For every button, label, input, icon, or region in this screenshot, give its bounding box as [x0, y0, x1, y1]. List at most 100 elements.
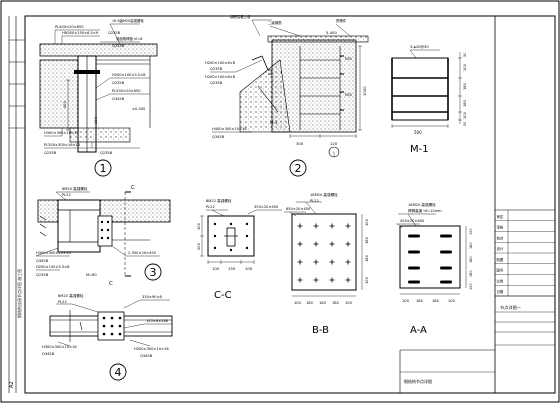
- aa-slot: [440, 266, 452, 270]
- d1-bottom-b: PL300×300×16×16: [44, 143, 81, 147]
- title-block-row-label: 日期: [497, 289, 504, 294]
- d4-callout-circle: [109, 363, 127, 381]
- d3-number: 3: [150, 266, 157, 279]
- d2-grade-a: Q235B: [210, 67, 223, 71]
- m1-dim-right-bottom: 50: [463, 122, 467, 126]
- aa-plate-label: 450×20×650: [400, 219, 425, 223]
- aa-slot: [440, 280, 452, 284]
- d4-bottom-a: H300×300×10×16: [42, 345, 77, 349]
- d2-grade-b: Q235B: [210, 81, 223, 85]
- title-block-row-label: 审核: [497, 225, 504, 230]
- bb-dim-right-value: 100: [365, 218, 369, 226]
- title-block-row-label: 制图: [497, 257, 504, 262]
- m1-top-label: 3-φ20@50: [410, 45, 429, 49]
- bottom-note: 钢结构节点详图: [404, 378, 432, 384]
- detail-1: PL400×20×650 HN300×150×6.5×9 10.9级M20高强螺…: [39, 18, 158, 177]
- d3-top-b: PL22: [62, 193, 71, 197]
- d4-bottom-c: H300×300×10×16: [134, 347, 169, 351]
- cc-dim-left-value: 200: [197, 242, 201, 250]
- d3-endplate: [97, 215, 113, 247]
- bottom-info-bar: 钢结构节点详图: [399, 349, 495, 393]
- title-block-row-label: 比例: [497, 278, 504, 283]
- aa-dim-right-value: 180: [469, 257, 473, 263]
- d2-plate-a: H200×100×6×8: [205, 61, 236, 65]
- d1-callout-circle: [94, 159, 112, 177]
- d3-left-d: Q235B: [36, 273, 49, 277]
- d2-callout-circle: [289, 159, 307, 177]
- d3-left-c: H200×100×5.5×8: [36, 265, 70, 269]
- aa-dim-bottom-value: 100: [448, 299, 456, 303]
- cc-dim-left-value: 100: [197, 222, 201, 230]
- d3-top-a: 6M20 高强螺栓: [62, 186, 88, 191]
- d4-bottom-d: Q345B: [140, 354, 153, 358]
- aa-slot-grid: [408, 234, 452, 284]
- m1-plate: [391, 57, 449, 121]
- aa-slot: [408, 250, 420, 254]
- d3-callout-circle: [144, 263, 162, 281]
- d3-c-top: C: [131, 185, 135, 191]
- aa-slot: [408, 234, 420, 238]
- d2-cc-circle: [328, 146, 340, 158]
- d1-grade-c: Q235B: [112, 81, 125, 85]
- bb-dim-bottom-value: 100: [345, 301, 353, 305]
- cc-top-b: PL22: [206, 205, 215, 209]
- bb-top-b: PL22: [310, 199, 319, 203]
- aa-dim-right-value: 180: [469, 271, 473, 277]
- m1-dim-bottom: 500: [414, 130, 422, 135]
- d2-bottom-b: Q345B: [212, 135, 225, 139]
- d1-dim-width: 300: [94, 116, 98, 124]
- title-block-row-label: 图号: [497, 268, 504, 273]
- bb-plate: [291, 213, 357, 291]
- d1-grade-d: Q345B: [112, 97, 125, 101]
- aa-top-a: 16M20 高强螺栓: [408, 202, 436, 207]
- aa-dim-right-value: 180: [469, 243, 473, 249]
- cc-title: C-C: [214, 290, 232, 301]
- detail-1-plate: [74, 70, 100, 74]
- detail-1-top-slab: [39, 43, 158, 57]
- m1-dim-right-value: 180: [463, 82, 467, 90]
- d1-dim-height: 400: [63, 100, 67, 108]
- d1-grade-b: Q235B: [112, 44, 125, 48]
- d4-bottom-b: Q345B: [42, 352, 55, 356]
- drawing-title: 节点详图一: [500, 304, 521, 311]
- d2-elev: 5.400: [326, 30, 337, 35]
- d2-anchor-a: M20: [345, 57, 352, 61]
- bb-top-a: 16M20 高强螺栓: [310, 192, 338, 197]
- cc-dim-bottom-value: 100: [245, 266, 253, 271]
- cc-web: [226, 227, 236, 247]
- bb-dim-bottom-value: 180: [319, 301, 327, 305]
- d4-top-a: 6M20 高强螺栓: [58, 293, 84, 298]
- d1-beam-top: HN300×150×6.5×9: [62, 31, 99, 35]
- d3-left-b: Q345B: [36, 259, 49, 263]
- d1-number: 1: [100, 162, 107, 175]
- title-block-row-label: 审定: [497, 214, 504, 219]
- d4-top-right: 330×90×8: [142, 295, 162, 299]
- d2-dim-b: 120: [330, 141, 338, 146]
- d2-top-a: 二级钢筋: [268, 20, 282, 25]
- d3-right-a: 2-350×20×450: [128, 251, 157, 255]
- title-block-row-label: 设计: [497, 246, 504, 251]
- d1-weld-note: 双面角焊缝 hf=8: [116, 36, 142, 41]
- m1-dim-right-value: 100: [463, 63, 467, 71]
- m1-dim-right-value: 180: [463, 99, 467, 107]
- binding-strip: 钢结构连接节点详图 施工图 A2: [8, 16, 25, 393]
- d1-plate-top: PL400×20×650: [55, 25, 84, 29]
- aa-dim-right-value: 100: [469, 284, 473, 290]
- bb-dim-bottom-value: 180: [332, 301, 340, 305]
- aa-slot: [408, 280, 420, 284]
- detail-4: 6M20 高强螺栓 PL22 330×90×8 145×6×268 H300×3…: [42, 293, 173, 381]
- m1-title: M-1: [410, 144, 429, 155]
